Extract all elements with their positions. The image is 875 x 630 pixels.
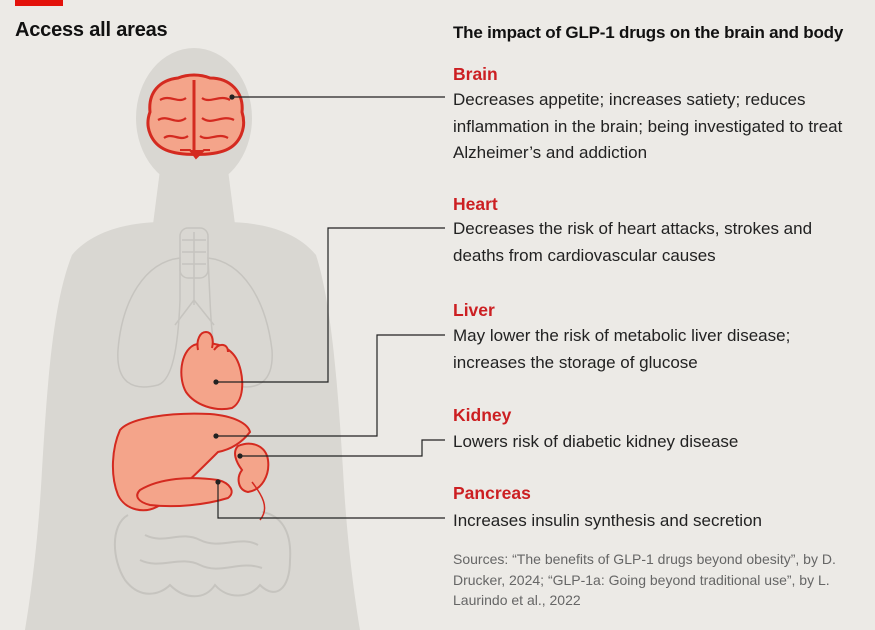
pancreas-label: Pancreas — [453, 483, 531, 503]
kidney-label: Kidney — [453, 405, 512, 425]
liver-connector — [213, 334, 445, 439]
liver-label: Liver — [453, 300, 495, 320]
accent-bar — [15, 0, 63, 6]
heart-illustration — [180, 330, 244, 411]
callout-lines — [213, 94, 445, 519]
trachea-outline — [179, 227, 209, 279]
pancreas-illustration — [136, 477, 233, 508]
source-note: Sources: “The benefits of GLP-1 drugs be… — [453, 551, 836, 608]
diagram-subtitle: The impact of GLP-1 drugs on the brain a… — [453, 23, 844, 42]
intestines-outline — [113, 511, 292, 598]
lungs-outline — [117, 232, 273, 388]
brain-connector — [229, 94, 445, 100]
page-title: Access all areas — [15, 19, 168, 41]
heart-label: Heart — [453, 194, 498, 214]
kidney-connector — [237, 439, 445, 459]
pancreas-description: Increases insulin synthesis and secretio… — [453, 511, 762, 530]
brain-description: Decreases appetite; increases satiety; r… — [453, 90, 843, 162]
brain-illustration — [146, 73, 246, 160]
kidney-description: Lowers risk of diabetic kidney disease — [453, 432, 739, 451]
brain-label: Brain — [453, 64, 498, 84]
liver-description: May lower the risk of metabolic liver di… — [453, 326, 791, 372]
pancreas-connector — [215, 479, 445, 519]
heart-connector — [213, 227, 445, 385]
heart-description: Decreases the risk of heart attacks, str… — [453, 219, 813, 265]
